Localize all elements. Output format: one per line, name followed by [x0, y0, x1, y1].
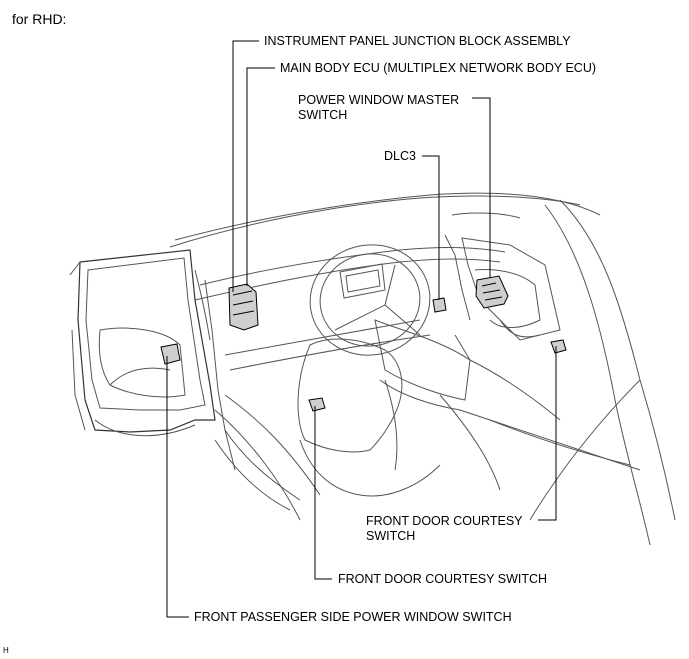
label-dlc3: DLC3	[384, 149, 416, 163]
leader-lines	[166, 40, 557, 618]
label-main-body-ecu: MAIN BODY ECU (MULTIPLEX NETWORK BODY EC…	[280, 61, 597, 75]
leader-ipjb	[232, 40, 259, 292]
diagram-heading: for RHD:	[12, 11, 67, 27]
label-front-door-courtesy-switch-left: FRONT DOOR COURTESY SWITCH	[338, 572, 548, 586]
label-power-window-master-switch: POWER WINDOW MASTER SWITCH	[298, 93, 460, 122]
label-front-door-courtesy-switch-right: FRONT DOOR COURTESY SWITCH	[366, 514, 523, 543]
vehicle-sketch	[69, 192, 676, 546]
leader-pw-master	[472, 97, 491, 278]
figure-code: H	[3, 646, 9, 655]
leader-main-ecu	[246, 67, 275, 286]
leader-courtesy-right	[538, 346, 557, 521]
label-front-passenger-power-window-switch: FRONT PASSENGER SIDE POWER WINDOW SWITCH	[194, 610, 512, 624]
leader-courtesy-left	[314, 406, 332, 580]
label-instrument-panel-junction-block: INSTRUMENT PANEL JUNCTION BLOCK ASSEMBLY	[264, 34, 571, 48]
leader-passenger-pw	[166, 356, 189, 618]
leader-dlc3	[422, 155, 440, 300]
